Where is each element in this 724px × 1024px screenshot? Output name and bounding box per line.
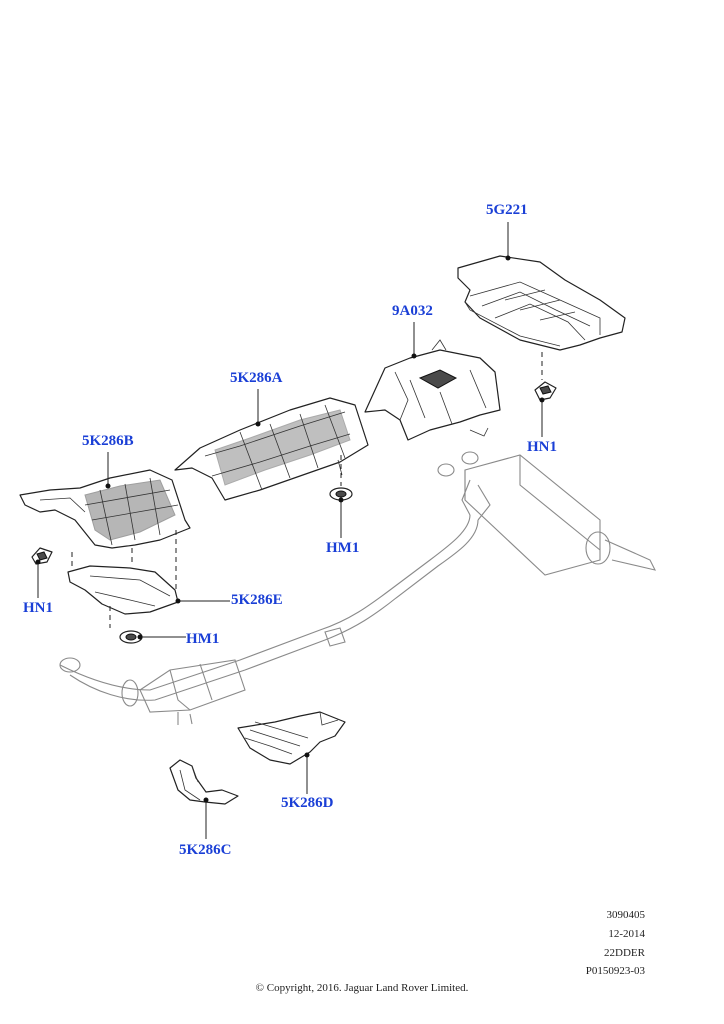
leader-lines — [35, 222, 545, 839]
callout-5K286C[interactable]: 5K286C — [179, 842, 232, 858]
reference-number: 3090405 — [606, 909, 646, 921]
part-5G221-shield — [457, 255, 626, 351]
part-5K286D-shield — [237, 711, 346, 765]
part-5K286A-shield — [174, 397, 369, 501]
callout-5G221[interactable]: 5G221 — [486, 202, 528, 218]
fastener-hn1-right — [534, 381, 557, 401]
exhaust-system — [59, 451, 657, 725]
callout-5K286E[interactable]: 5K286E — [231, 592, 283, 608]
callout-5K286B[interactable]: 5K286B — [82, 433, 134, 449]
part-5K286E-shield — [67, 565, 179, 615]
part-9A032-shield — [364, 339, 501, 441]
part-5K286B-shield — [19, 469, 191, 549]
callout-hn1-left[interactable]: HN1 — [23, 600, 53, 616]
assembly-guides — [71, 352, 543, 628]
reference-part-id: P0150923-03 — [585, 965, 645, 977]
callout-hm1-left[interactable]: HM1 — [186, 631, 220, 647]
reference-date: 12-2014 — [608, 928, 645, 940]
part-5K286C-shield — [169, 759, 239, 805]
callout-hm1-center[interactable]: HM1 — [326, 540, 360, 556]
reference-code: 22DDER — [604, 947, 645, 959]
fastener-hn1-left — [31, 547, 53, 565]
callout-5K286D[interactable]: 5K286D — [281, 795, 334, 811]
copyright-notice: © Copyright, 2016. Jaguar Land Rover Lim… — [255, 982, 469, 994]
callout-5K286A[interactable]: 5K286A — [230, 370, 283, 386]
callout-9A032[interactable]: 9A032 — [392, 303, 433, 319]
fastener-hm1-center — [329, 487, 353, 501]
callout-hn1-right[interactable]: HN1 — [527, 439, 557, 455]
